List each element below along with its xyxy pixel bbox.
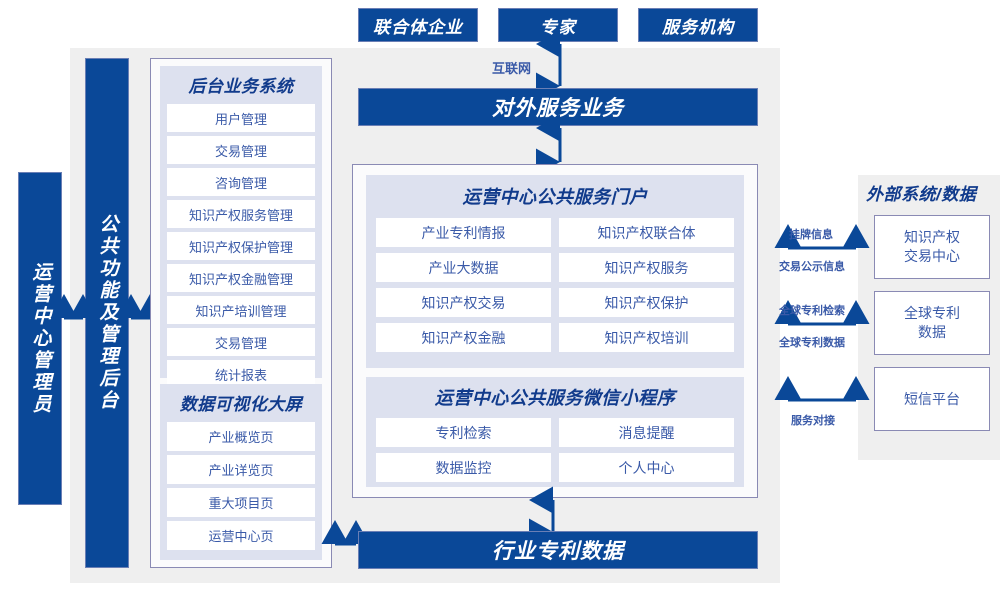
miniprogram-group: 运营中心公共服务微信小程序 专利检索 消息提醒 数据监控 个人中心 (366, 377, 744, 487)
top-actor-label: 专家 (540, 17, 576, 37)
top-actor-box-3[interactable]: 服务机构 (638, 8, 758, 42)
visualization-item-label: 产业概览页 (208, 430, 274, 445)
portal-grid-item[interactable]: 知识产权联合体 (559, 218, 734, 247)
miniprogram-item-label: 专利检索 (435, 424, 492, 441)
visualization-item-label: 产业详览页 (208, 463, 274, 478)
backend-item-label: 知识产权保护管理 (188, 239, 293, 255)
portal-item-grid: 产业专利情报 知识产权联合体 产业大数据 知识产权服务 知识产权交易 知识产权保… (366, 218, 744, 360)
visualization-list-item[interactable]: 重大项目页 (167, 488, 315, 517)
backend-item-label: 统计报表 (214, 367, 267, 383)
portal-item-label: 知识产权交易 (421, 294, 506, 311)
portal-grid-item[interactable]: 产业大数据 (376, 253, 551, 282)
portal-grid-item[interactable]: 知识产权服务 (559, 253, 734, 282)
service-to-portal-arrow (536, 114, 562, 176)
backend-list-item[interactable]: 知识产权服务管理 (167, 200, 315, 228)
miniprogram-item-label: 消息提醒 (618, 424, 675, 441)
backend-item-list: 用户管理 交易管理 咨询管理 知识产权服务管理 知识产权保护管理 知识产权金融管… (160, 104, 322, 394)
external-service-label: 对外服务业务 (492, 97, 624, 120)
portal-grid-item[interactable]: 知识产权培训 (559, 323, 734, 352)
portal-grid-item[interactable]: 知识产权金融 (376, 323, 551, 352)
miniprogram-item-label: 数据监控 (435, 459, 492, 476)
backend-item-label: 交易管理 (214, 143, 267, 159)
external-link-arrow-3 (774, 376, 870, 402)
operator-to-common-arrow (50, 294, 97, 320)
miniprogram-grid-item[interactable]: 数据监控 (376, 453, 551, 482)
portal-grid-item[interactable]: 产业专利情报 (376, 218, 551, 247)
external-link-label-bottom-1: 交易公示信息 (779, 261, 845, 273)
portal-item-label: 产业专利情报 (421, 224, 506, 241)
top-actor-box-2[interactable]: 专家 (498, 8, 618, 42)
external-link-arrow-2 (774, 300, 870, 326)
miniprogram-item-label: 个人中心 (618, 459, 675, 476)
external-system-label: 短信平台 (904, 390, 960, 407)
miniprogram-grid-item[interactable]: 个人中心 (559, 453, 734, 482)
miniprogram-grid-item[interactable]: 消息提醒 (559, 418, 734, 447)
external-system-label: 全球专利 数据 (904, 305, 960, 340)
visualization-list-item[interactable]: 产业详览页 (167, 455, 315, 484)
portal-grid-item[interactable]: 知识产权交易 (376, 288, 551, 317)
visualization-list-item[interactable]: 产业概览页 (167, 422, 315, 451)
external-link-label-top-1: 挂牌信息 (789, 229, 833, 241)
external-link-arrow-1 (774, 224, 870, 250)
external-link-label-top-2: 全球专利检索 (779, 305, 845, 317)
backend-list-item[interactable]: 咨询管理 (167, 168, 315, 196)
common-to-backend-arrow (117, 294, 164, 320)
portal-item-label: 知识产权培训 (604, 329, 689, 346)
backend-list-item[interactable]: 知识产培训管理 (167, 296, 315, 324)
portal-to-bottom-arrow (529, 486, 555, 546)
left-column-common-functions[interactable]: 公共功能及管理后台 (85, 58, 129, 568)
backend-list-item[interactable]: 用户管理 (167, 104, 315, 132)
external-system-label: 知识产权 交易中心 (904, 229, 960, 264)
miniprogram-grid-item[interactable]: 专利检索 (376, 418, 551, 447)
backend-group-title: 后台业务系统 (188, 77, 294, 96)
external-link-label-bottom-2: 全球专利数据 (779, 337, 845, 349)
backend-list-item[interactable]: 知识产权金融管理 (167, 264, 315, 292)
backend-item-label: 知识产培训管理 (195, 303, 287, 319)
visualization-list-item[interactable]: 运营中心页 (167, 521, 315, 550)
backend-business-group: 后台业务系统 用户管理 交易管理 咨询管理 知识产权服务管理 知识产权保护管理 … (160, 66, 322, 388)
portal-item-label: 知识产权金融 (421, 329, 506, 346)
backend-item-label: 咨询管理 (214, 175, 267, 191)
external-system-box-ip-exchange[interactable]: 知识产权 交易中心 (874, 215, 990, 279)
backend-to-bottom-arrow (321, 520, 370, 546)
portal-item-label: 知识产权联合体 (597, 224, 696, 241)
internet-label: 互联网 (492, 61, 532, 76)
top-actor-label: 联合体企业 (373, 17, 463, 37)
miniprogram-group-title: 运营中心公共服务微信小程序 (434, 388, 676, 408)
top-actor-label: 服务机构 (662, 17, 734, 37)
backend-item-label: 知识产权金融管理 (188, 271, 293, 287)
visualization-item-label: 运营中心页 (208, 529, 274, 544)
external-systems-title: 外部系统/数据 (866, 185, 977, 204)
backend-item-label: 知识产权服务管理 (188, 207, 293, 223)
left-column-label: 公共功能及管理后台 (96, 214, 118, 412)
portal-grid-item[interactable]: 知识产权保护 (559, 288, 734, 317)
backend-list-item[interactable]: 统计报表 (167, 360, 315, 388)
external-link-label-bottom-3: 服务对接 (791, 415, 835, 427)
left-column-operator[interactable]: 运营中心管理员 (18, 172, 62, 505)
portal-item-label: 知识产权保护 (604, 294, 689, 311)
visualization-item-label: 重大项目页 (208, 496, 274, 511)
portal-item-label: 产业大数据 (428, 259, 499, 276)
top-actor-box-1[interactable]: 联合体企业 (358, 8, 478, 42)
bottom-bar-label: 行业专利数据 (492, 540, 624, 563)
miniprogram-item-grid: 专利检索 消息提醒 数据监控 个人中心 (366, 418, 744, 490)
backend-list-item[interactable]: 知识产权保护管理 (167, 232, 315, 260)
left-column-label: 运营中心管理员 (29, 261, 51, 416)
visualization-group: 数据可视化大屏 产业概览页 产业详览页 重大项目页 运营中心页 (160, 384, 322, 560)
bottom-industry-data-bar[interactable]: 行业专利数据 (358, 531, 758, 569)
backend-item-label: 用户管理 (214, 111, 267, 127)
external-system-box-global-patent[interactable]: 全球专利 数据 (874, 291, 990, 355)
portal-group: 运营中心公共服务门户 产业专利情报 知识产权联合体 产业大数据 知识产权服务 知… (366, 175, 744, 368)
backend-list-item[interactable]: 交易管理 (167, 136, 315, 164)
internet-arrow (536, 30, 562, 100)
portal-group-title: 运营中心公共服务门户 (462, 187, 648, 207)
portal-item-label: 知识产权服务 (604, 259, 689, 276)
external-system-box-sms[interactable]: 短信平台 (874, 367, 990, 431)
visualization-group-title: 数据可视化大屏 (179, 395, 303, 414)
visualization-item-list: 产业概览页 产业详览页 重大项目页 运营中心页 (160, 422, 322, 556)
external-service-bar[interactable]: 对外服务业务 (358, 88, 758, 126)
backend-list-item[interactable]: 交易管理 (167, 328, 315, 356)
backend-item-label: 交易管理 (214, 335, 267, 351)
